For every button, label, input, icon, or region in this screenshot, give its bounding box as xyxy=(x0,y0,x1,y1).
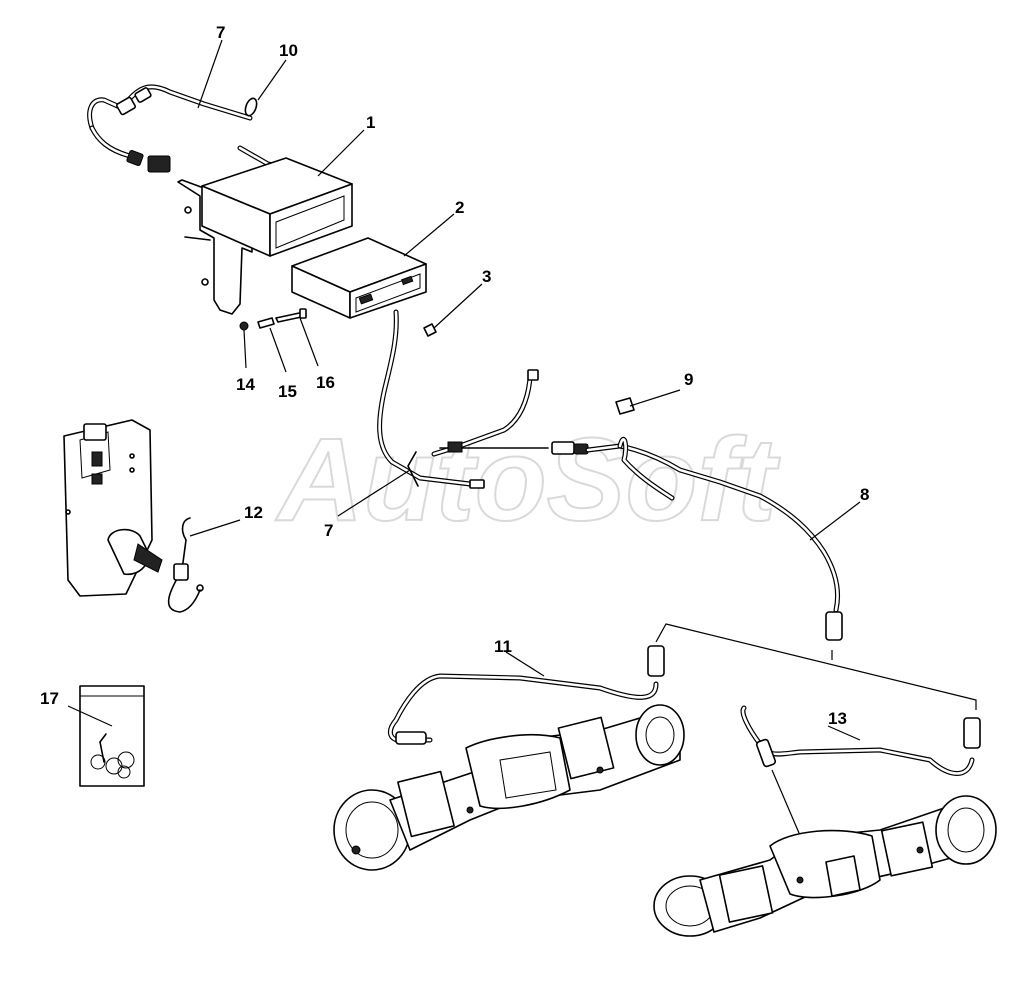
callout-16: 16 xyxy=(316,373,335,392)
callout-7-lower: 7 xyxy=(324,521,333,540)
sensor-cable-rear xyxy=(740,705,981,841)
callout-14: 14 xyxy=(236,375,255,394)
watermark: AutoSoft xyxy=(275,414,781,546)
callout-15: 15 xyxy=(278,382,297,401)
callout-labels: 7 10 1 2 3 14 15 16 9 12 7 8 11 13 17 xyxy=(40,23,869,728)
callout-1: 1 xyxy=(366,113,375,132)
parts-bag xyxy=(79,685,145,787)
small-clip xyxy=(423,323,437,337)
callout-13: 13 xyxy=(828,709,847,728)
main-cable-harness xyxy=(377,309,843,641)
sensor-cable-front xyxy=(387,645,665,745)
front-axle xyxy=(333,704,685,871)
callout-3: 3 xyxy=(482,267,491,286)
fasteners xyxy=(239,308,307,331)
callout-17: 17 xyxy=(40,689,59,708)
callout-8: 8 xyxy=(860,485,869,504)
o-ring xyxy=(244,97,258,117)
callout-11: 11 xyxy=(494,637,512,656)
callout-10: 10 xyxy=(279,41,298,60)
callout-9: 9 xyxy=(684,370,693,389)
storage-box xyxy=(201,157,353,257)
control-unit xyxy=(291,237,427,319)
sensor-mount-plate xyxy=(63,419,163,597)
rear-axle xyxy=(653,795,997,937)
sensor-cable xyxy=(167,517,204,613)
callout-7-top: 7 xyxy=(216,23,225,42)
leader-lines xyxy=(67,39,861,741)
callout-12: 12 xyxy=(244,503,263,522)
small-connector xyxy=(615,397,635,415)
callout-2: 2 xyxy=(455,198,464,217)
